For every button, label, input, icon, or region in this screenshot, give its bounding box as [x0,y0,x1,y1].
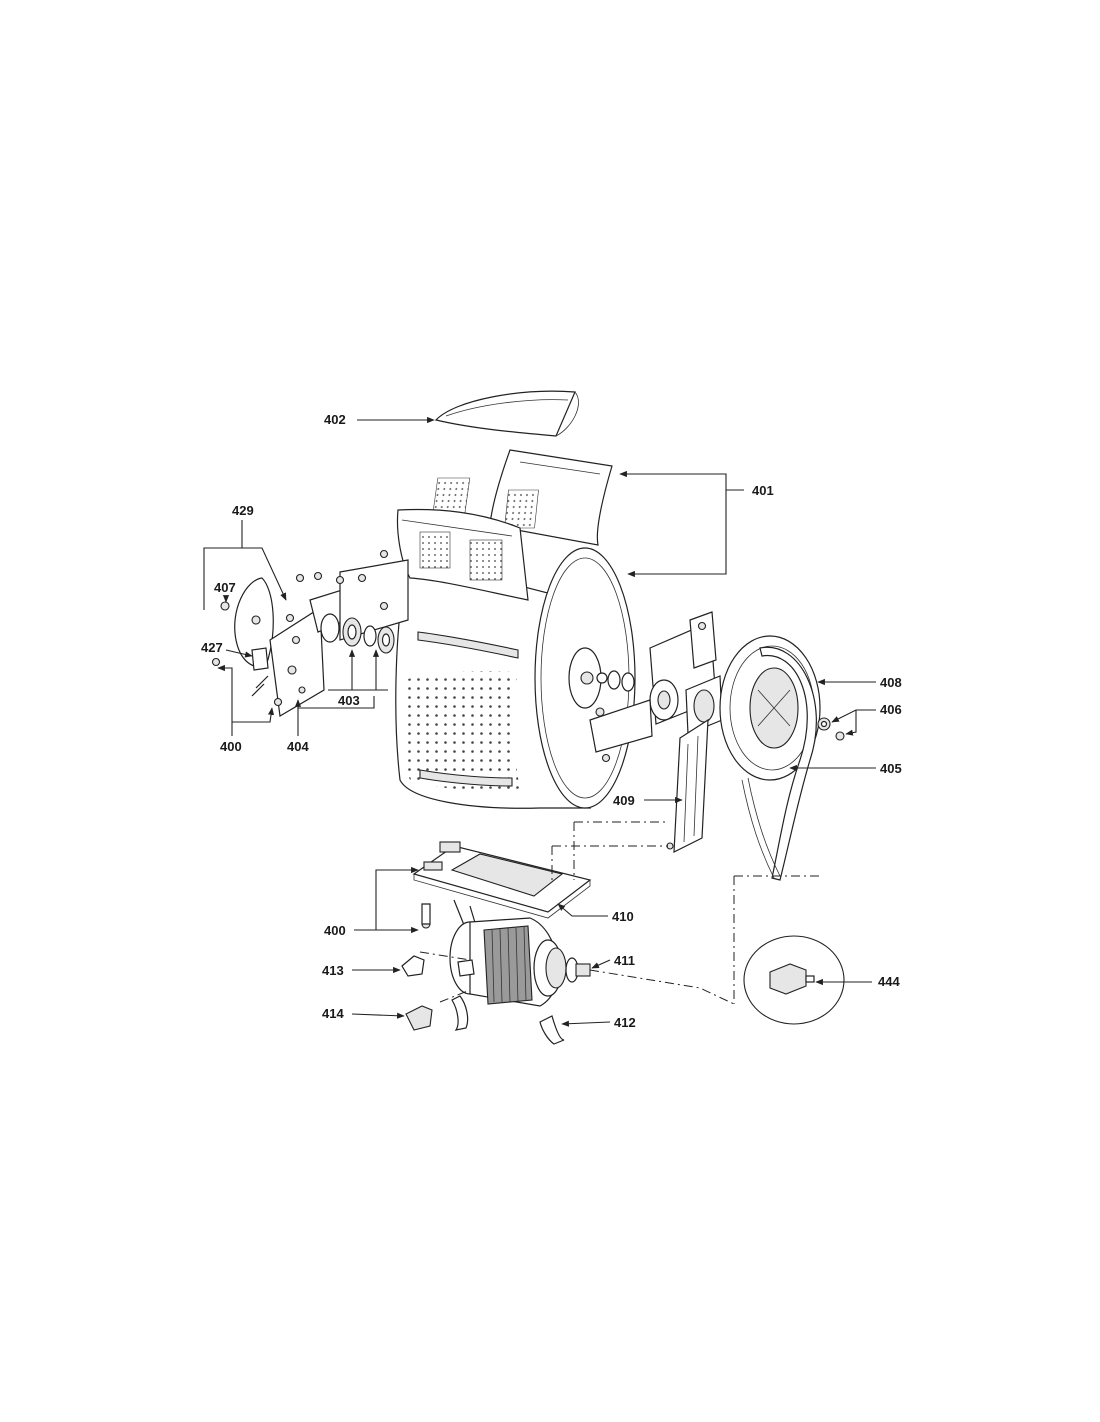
support-strut [666,718,709,853]
label-400-lower: 400 [324,923,346,938]
label-429: 429 [232,503,254,518]
motor-part [449,917,591,1007]
label-410: 410 [612,909,634,924]
label-444: 444 [878,974,900,989]
baffle-part [434,390,579,437]
pulley-and-belt [719,635,821,881]
label-406: 406 [880,702,902,717]
motor-mount [412,841,592,931]
pulley-screw [817,717,845,741]
label-400-upper: 400 [220,739,242,754]
label-412: 412 [614,1015,636,1030]
leader-lines [203,416,876,1027]
left-bearing-assembly [211,549,409,717]
drum-door-front [396,508,529,601]
label-414: 414 [322,1006,344,1021]
motor-bracket [451,995,565,1045]
alignment-lines [419,821,820,1005]
motor-connector [405,1005,433,1031]
label-407: 407 [214,580,236,595]
label-409: 409 [613,793,635,808]
label-411: 411 [614,953,635,968]
right-bearing-bracket [589,611,723,763]
motor-clip [401,955,425,977]
label-403: 403 [338,693,360,708]
inset-detail [743,935,845,1025]
label-427: 427 [201,640,223,655]
label-408: 408 [880,675,902,690]
label-402: 402 [324,412,346,427]
label-405: 405 [880,761,902,776]
drum-door-rear [432,449,613,546]
label-413: 413 [322,963,344,978]
label-404: 404 [287,739,309,754]
label-401: 401 [752,483,774,498]
part-labels: 402 401 429 407 427 403 400 404 408 406 … [201,412,902,1030]
